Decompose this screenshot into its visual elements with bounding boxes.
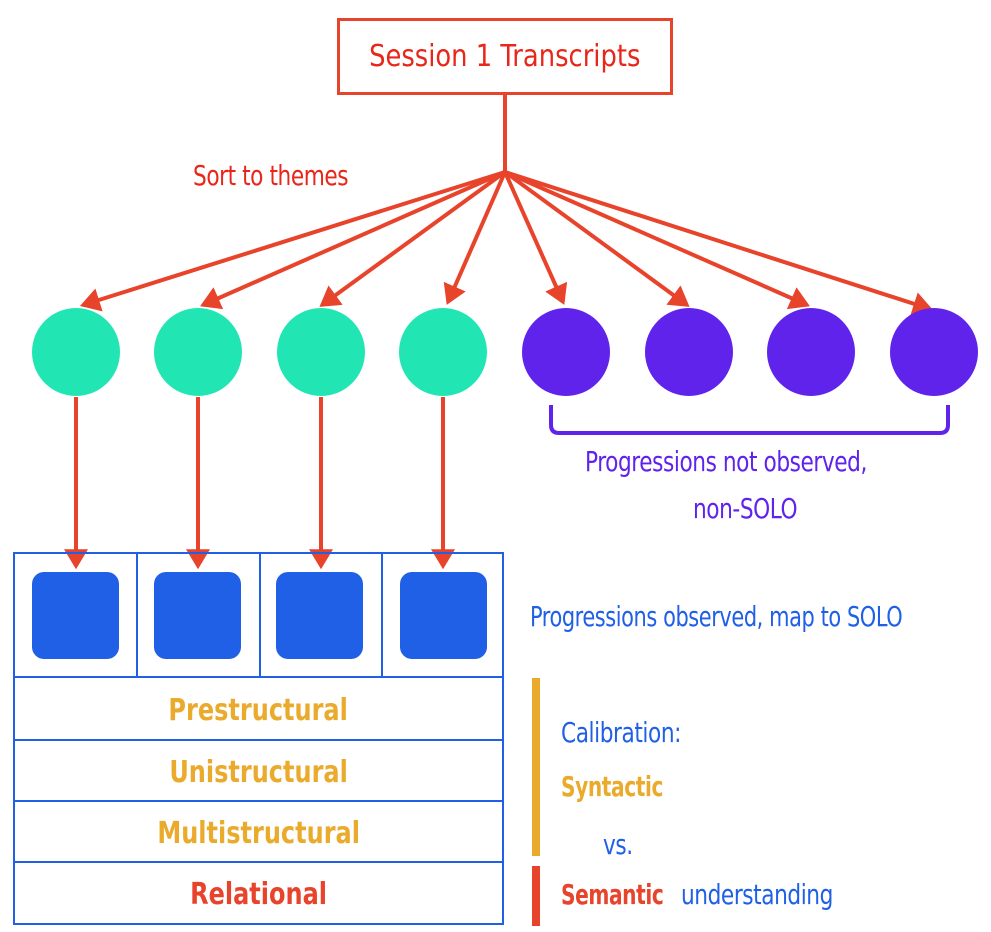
fan-arrow bbox=[79, 170, 506, 312]
grid-row-divider bbox=[15, 739, 502, 741]
fan-arrow bbox=[200, 170, 506, 310]
observed-label: Progressions observed, map to SOLO bbox=[530, 600, 903, 633]
fan-arrow bbox=[504, 170, 810, 310]
semantic-bar bbox=[532, 866, 540, 926]
solo-grid: Prestructural Unistructural Multistructu… bbox=[13, 552, 504, 925]
solo-mapped-square bbox=[400, 572, 487, 659]
solo-level-label: Multistructural bbox=[157, 815, 360, 851]
solo-mapped-square bbox=[276, 572, 363, 659]
unobserved-theme-node bbox=[522, 308, 610, 396]
solo-level-label: Unistructural bbox=[169, 754, 348, 790]
fan-arrow bbox=[443, 171, 507, 305]
unobserved-theme-node bbox=[645, 308, 733, 396]
syntactic-bar bbox=[532, 678, 540, 856]
understanding-label: understanding bbox=[681, 878, 833, 911]
grid-divider bbox=[136, 554, 138, 678]
session-transcripts-box: Session 1 Transcripts bbox=[337, 18, 673, 95]
solo-level-prestructural: Prestructural bbox=[15, 680, 502, 740]
grid-divider bbox=[259, 554, 261, 678]
solo-mapped-square bbox=[32, 572, 119, 659]
vs-label: vs. bbox=[603, 828, 633, 861]
solo-level-multistructural: Multistructural bbox=[15, 803, 502, 863]
solo-level-label: Relational bbox=[190, 876, 327, 912]
observed-theme-node bbox=[32, 308, 120, 396]
non-solo-bracket bbox=[549, 405, 950, 435]
session-title: Session 1 Transcripts bbox=[369, 39, 641, 74]
solo-level-unistructural: Unistructural bbox=[15, 742, 502, 802]
calibration-heading: Calibration: bbox=[561, 716, 682, 749]
observed-theme-node bbox=[399, 308, 487, 396]
semantic-label: Semantic bbox=[561, 878, 664, 911]
grid-row-divider bbox=[15, 861, 502, 863]
fan-arrow bbox=[503, 171, 568, 305]
not-observed-label: Progressions not observed, bbox=[585, 445, 867, 478]
unobserved-theme-node bbox=[890, 308, 978, 396]
solo-level-relational: Relational bbox=[15, 864, 502, 924]
solo-mapped-square bbox=[154, 572, 241, 659]
non-solo-label: non-SOLO bbox=[693, 492, 798, 525]
grid-row-divider bbox=[15, 676, 502, 678]
syntactic-label: Syntactic bbox=[561, 770, 664, 803]
solo-level-label: Prestructural bbox=[168, 692, 349, 728]
unobserved-theme-node bbox=[767, 308, 855, 396]
grid-divider bbox=[381, 554, 383, 678]
observed-theme-node bbox=[277, 308, 365, 396]
observed-theme-node bbox=[154, 308, 242, 396]
fan-arrow bbox=[319, 170, 507, 307]
fan-arrow bbox=[504, 170, 934, 316]
grid-row-divider bbox=[15, 800, 502, 802]
fan-arrow bbox=[503, 170, 690, 307]
sort-to-themes-label: Sort to themes bbox=[193, 159, 349, 192]
